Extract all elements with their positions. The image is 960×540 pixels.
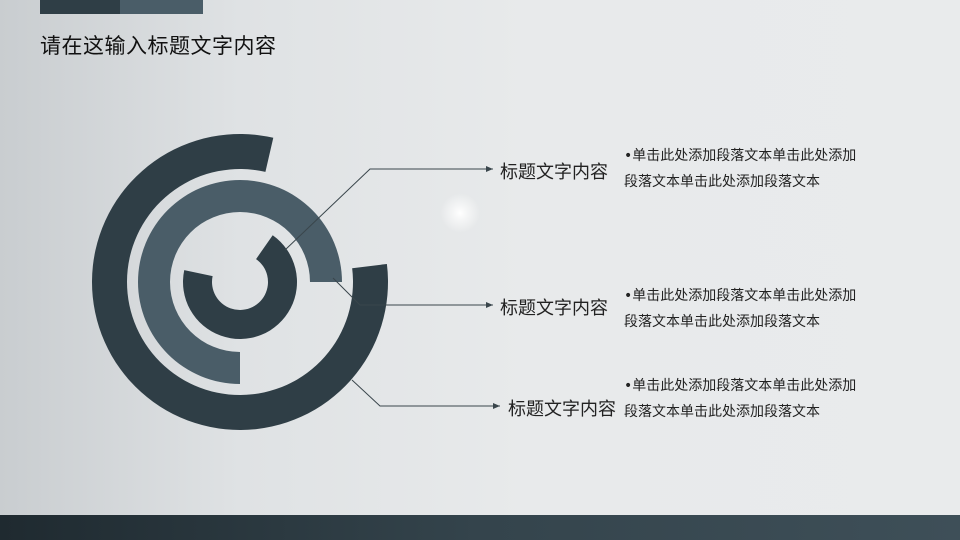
- bottom-bar: [0, 515, 960, 540]
- inner-ring-arc: [183, 235, 297, 339]
- connector-line-3: [351, 379, 500, 409]
- page-title: 请在这输入标题文字内容: [40, 34, 277, 58]
- item-3-title: 标题文字内容: [508, 399, 616, 420]
- connector-line-2: [332, 277, 493, 308]
- middle-ring-arc: [138, 180, 342, 384]
- outer-ring-arc: [91, 133, 388, 431]
- connector-line-1: [284, 166, 493, 251]
- item-2-body: •单击此处添加段落文本单击此处添加段落文本单击此处添加段落文本: [624, 288, 857, 330]
- light-glow: [440, 193, 480, 233]
- item-1-title: 标题文字内容: [500, 162, 608, 183]
- item-1-body: •单击此处添加段落文本单击此处添加段落文本单击此处添加段落文本: [624, 148, 857, 190]
- top-accent-block-dark: [40, 0, 120, 14]
- item-3-body: •单击此处添加段落文本单击此处添加段落文本单击此处添加段落文本: [624, 378, 857, 420]
- item-2-title: 标题文字内容: [500, 298, 608, 319]
- top-accent-block-light: [120, 0, 203, 14]
